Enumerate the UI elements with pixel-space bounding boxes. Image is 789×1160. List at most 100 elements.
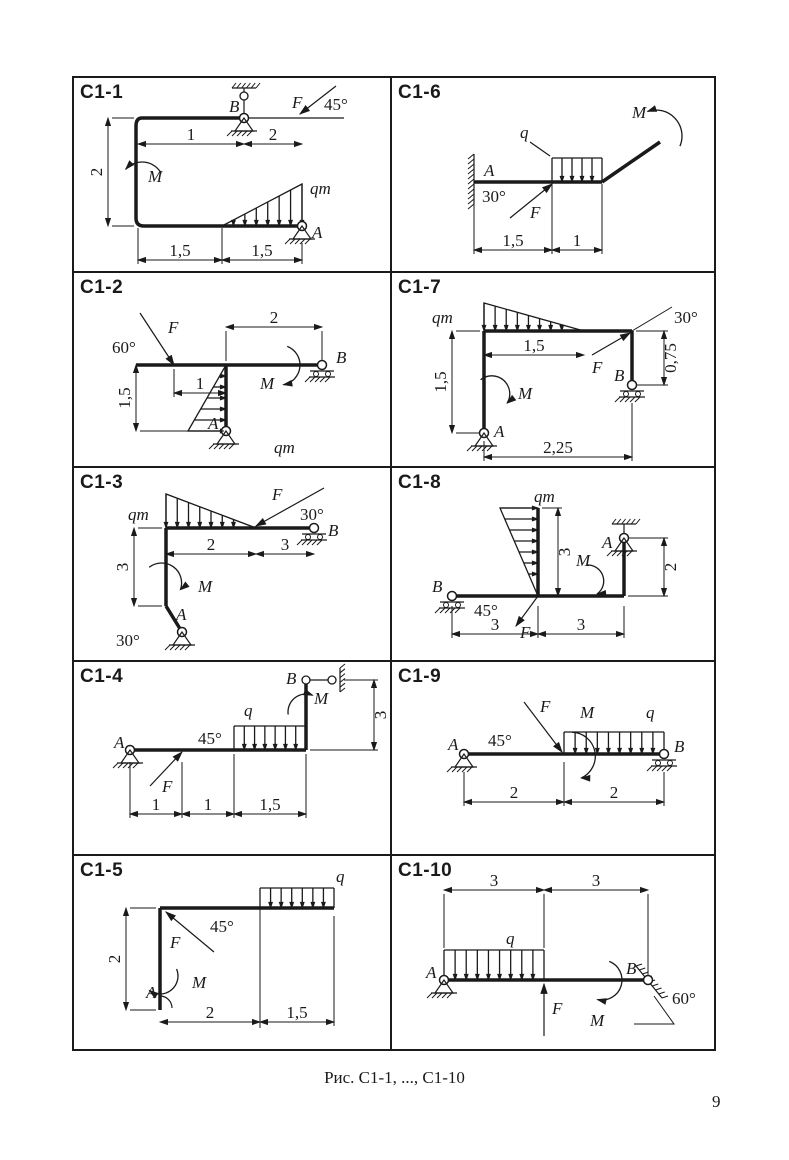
moment-m <box>124 160 162 174</box>
label-a: A <box>175 605 187 624</box>
label-q: q <box>520 123 529 142</box>
support-b <box>304 359 335 383</box>
dim-2: 2 <box>628 536 680 598</box>
dim-15b-label: 1,5 <box>251 241 272 260</box>
dim-3a-label: 3 <box>490 871 499 890</box>
dim-15a-label: 1,5 <box>169 241 190 260</box>
dim-2-label: 3 <box>281 535 290 554</box>
dim-2h: 2 <box>158 1003 262 1026</box>
dim-2-label: 1 <box>187 125 196 144</box>
label-a: A <box>601 533 613 552</box>
dim-1b-label: 1 <box>204 795 213 814</box>
dim-15h-label: 1,5 <box>523 336 544 355</box>
dim-2v-label: 2 <box>105 955 124 964</box>
force-f <box>165 911 215 953</box>
force-f <box>139 312 175 367</box>
angle-30-f: 30° <box>300 505 324 524</box>
pin-a <box>159 995 173 1009</box>
ceiling-a <box>611 518 641 525</box>
label-q: q <box>646 703 655 722</box>
figure-caption: Рис. С1-1, ..., С1-10 <box>324 1068 465 1087</box>
moment-m <box>287 688 314 715</box>
label-a: A <box>493 422 505 441</box>
dim-1: 1 <box>550 184 604 254</box>
angle-30: 30° <box>674 308 698 327</box>
dim-3-label: 3 <box>371 711 390 720</box>
angle-30-a: 30° <box>116 631 140 650</box>
label-f: F <box>169 933 181 952</box>
label-b: B <box>336 348 347 367</box>
force-f <box>298 85 337 115</box>
distributed-load <box>481 302 585 333</box>
label-a: A <box>483 161 495 180</box>
dim-height: 2 <box>87 116 134 228</box>
dim-1-label: 1 <box>196 374 205 393</box>
dim-2a-label: 2 <box>510 783 519 802</box>
label-m: M <box>575 551 591 570</box>
label-f: F <box>529 203 541 222</box>
label-b: B <box>674 737 685 756</box>
dim-3b-label: 3 <box>577 615 586 634</box>
moment-m <box>571 731 596 782</box>
distributed-load <box>233 725 307 752</box>
angle-30: 30° <box>482 187 506 206</box>
label-m: M <box>259 374 275 393</box>
support-a <box>284 220 315 245</box>
moment-m <box>148 562 190 591</box>
label-a: A <box>447 735 459 754</box>
support-a <box>208 425 239 450</box>
force-f <box>523 701 563 754</box>
dim-3b-label: 3 <box>592 871 601 890</box>
distributed-load <box>443 949 545 982</box>
dim-1-label: 1 <box>573 231 582 250</box>
dim-3a-label: 3 <box>491 615 500 634</box>
label-f: F <box>291 93 303 112</box>
distributed-load <box>499 505 540 597</box>
scheme-title: C1-6 <box>398 82 442 103</box>
label-qm: qm <box>432 308 453 327</box>
label-m: M <box>197 577 213 596</box>
angle-45: 45° <box>488 731 512 750</box>
dim-15v-label: 1,5 <box>431 371 450 392</box>
label-f: F <box>519 623 531 642</box>
angle-45: 45° <box>198 729 222 748</box>
force-f <box>254 487 325 527</box>
label-b: B <box>626 959 637 978</box>
dim-2-label: 2 <box>661 563 680 572</box>
dim-15b: 1,5 <box>220 241 304 264</box>
dim-3v-label: 3 <box>555 548 574 557</box>
scheme-title: C1-1 <box>80 82 124 103</box>
dim-15-label: 1,5 <box>259 795 280 814</box>
label-m: M <box>147 167 163 186</box>
dim-1b: 1 <box>180 754 236 818</box>
dim-075: 0,75 <box>636 329 680 387</box>
distributed-load <box>163 493 257 530</box>
beam-incline <box>601 140 661 184</box>
angle-60: 60° <box>112 338 136 357</box>
distributed-load <box>259 887 335 910</box>
label-f: F <box>167 318 179 337</box>
dim-2b: 2 <box>562 772 666 806</box>
label-q: q <box>336 867 345 886</box>
angle-guide <box>634 995 675 1025</box>
ceiling-b <box>231 82 261 89</box>
label-m: M <box>517 384 533 403</box>
label-qm: qm <box>274 438 295 457</box>
label-q: q <box>506 929 515 948</box>
scheme-title: C1-4 <box>80 666 124 687</box>
dim-3: 3 <box>310 678 390 752</box>
dim-15-label: 1,5 <box>502 231 523 250</box>
dim-2: 2 <box>224 308 324 361</box>
label-a: A <box>311 223 323 242</box>
label-qm: qm <box>534 487 555 506</box>
dim-15: 1,5 <box>258 916 336 1026</box>
label-qm: qm <box>310 179 331 198</box>
scheme-title: C1-8 <box>398 472 442 493</box>
